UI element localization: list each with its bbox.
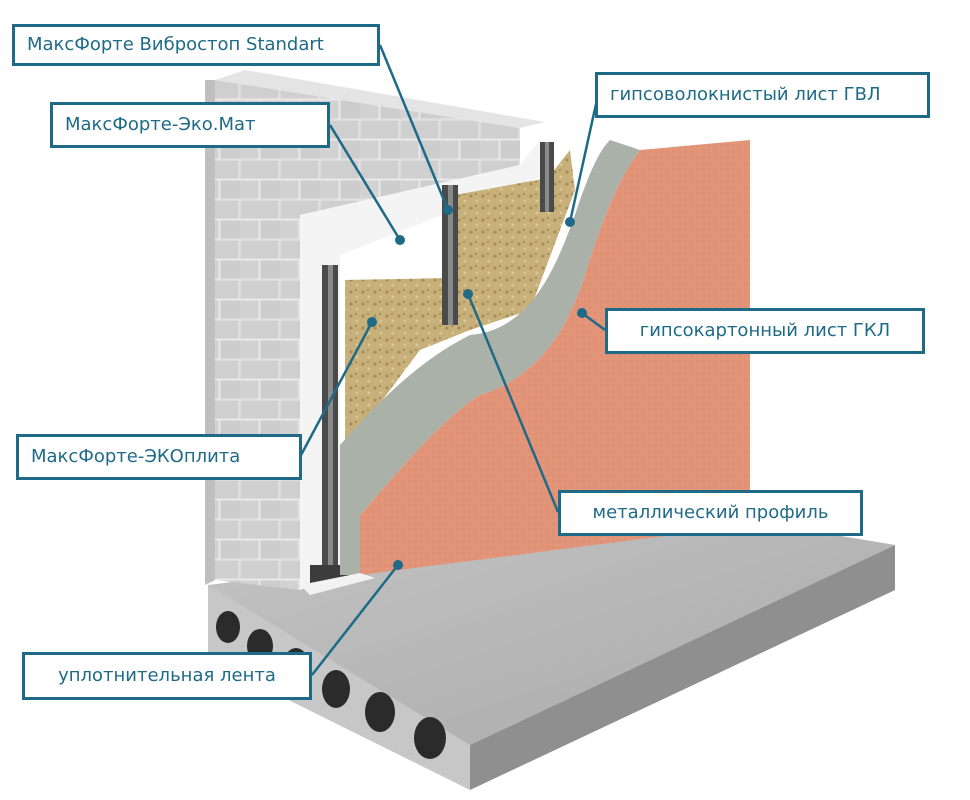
label-ekomat: МаксФорте-Эко.Мат (50, 102, 330, 148)
label-metal-profile: металлический профиль (558, 490, 863, 536)
label-gvl: гипсоволокнистый лист ГВЛ (595, 72, 930, 118)
leader-lines (298, 44, 606, 676)
gkl-layer (360, 140, 750, 575)
label-sealing-tape: уплотнительная лента (22, 652, 312, 700)
slab-holes (216, 611, 446, 759)
label-gkl: гипсокартонный лист ГКЛ (605, 308, 925, 354)
concrete-floor-slab (208, 520, 895, 790)
label-ekoplita: МаксФорте-ЭКОплита (16, 434, 302, 480)
leader-dots (367, 205, 587, 570)
insulation-layer (345, 150, 575, 450)
label-vibrostop: МаксФорте Вибростоп Standart (12, 24, 380, 66)
gvl-layer (340, 140, 640, 575)
sealing-tape (300, 573, 375, 595)
